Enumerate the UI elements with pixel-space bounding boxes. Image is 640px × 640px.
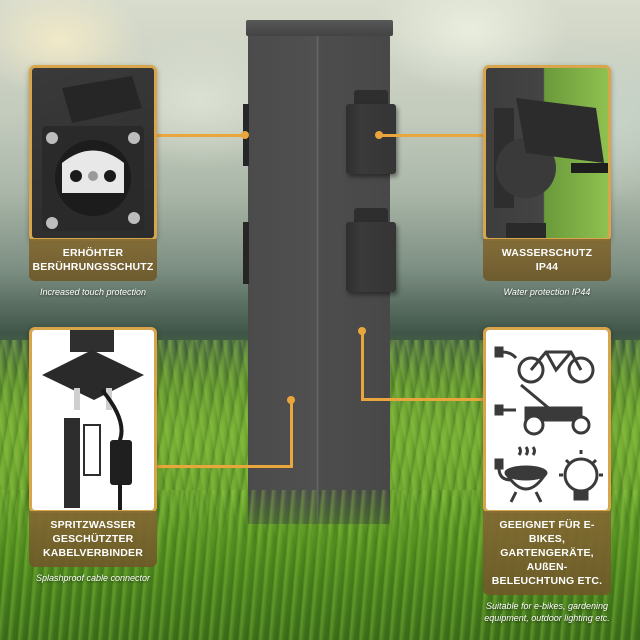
feature-caption: Water protection IP44 [503, 287, 591, 297]
connector-line-bottom-right-v [361, 330, 364, 400]
grill-plug-icon [494, 446, 548, 503]
front-socket-lower [346, 208, 396, 296]
feature-caption: Increased touch protection [39, 287, 147, 297]
connector-line-bottom-right-h [361, 398, 483, 401]
connector-dot-bottom-right [358, 327, 366, 335]
feature-caption: Splashproof cable connector [35, 573, 151, 583]
cable-connector-diagram [32, 330, 154, 510]
feature-title: ERHÖHTER BERÜHRUNGSSCHUTZ [29, 239, 157, 281]
connector-line-bottom-left-h [156, 465, 292, 468]
socket-closeup-image [32, 68, 154, 238]
feature-title: WASSERSCHUTZ IP44 [483, 239, 611, 281]
side-socket-lower [243, 222, 249, 284]
connector-dot-top-right [375, 131, 383, 139]
feature-panel-water-protection: WASSERSCHUTZ IP44 Water protection IP44 [483, 65, 611, 298]
light-bulb-icon [559, 450, 603, 501]
connector-line-top-right [378, 134, 484, 137]
connector-dot-top-left [241, 131, 249, 139]
front-socket-upper [346, 90, 396, 178]
usage-icons [486, 330, 608, 510]
wet-socket-image [486, 68, 608, 238]
feature-title: SPRITZWASSER GESCHÜTZTER KABELVERBINDER [29, 511, 157, 567]
connector-line-top-left [156, 134, 246, 137]
feature-panel-touch-protection: ERHÖHTER BERÜHRUNGSSCHUTZ Increased touc… [29, 65, 157, 298]
feature-caption: Suitable for e-bikes, gardening equipmen… [484, 601, 610, 623]
feature-panel-suitable-uses: GEEIGNET FÜR E-BIKES, GARTENGERÄTE, AUßE… [483, 327, 611, 624]
e-bike-plug-icon [494, 346, 595, 384]
feature-panel-cable-connector: SPRITZWASSER GESCHÜTZTER KABELVERBINDER … [29, 327, 157, 584]
feature-title: GEEIGNET FÜR E-BIKES, GARTENGERÄTE, AUßE… [483, 511, 611, 595]
lawnmower-plug-icon [494, 383, 591, 436]
post-cap [246, 20, 393, 36]
connector-line-bottom-left-v [290, 400, 293, 468]
connector-dot-bottom-left [287, 396, 295, 404]
